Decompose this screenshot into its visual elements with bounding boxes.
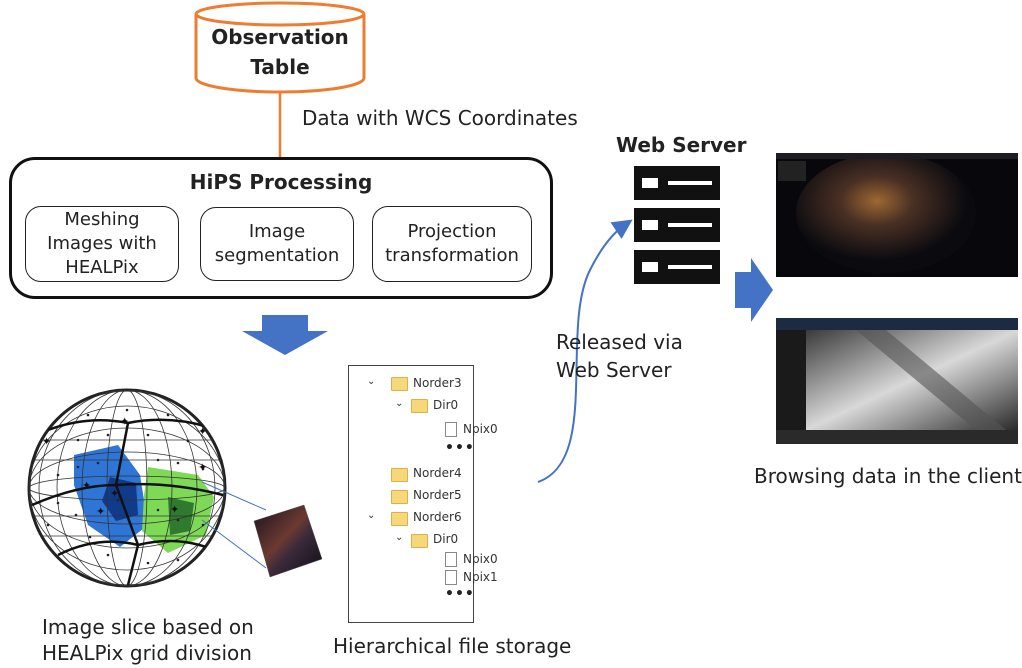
chevron-down-icon[interactable]: ⌄ xyxy=(367,376,376,387)
database-cylinder xyxy=(194,1,366,94)
step-meshing-line2: Images with xyxy=(47,233,157,254)
svg-text:✦: ✦ xyxy=(96,505,105,518)
slice-caption: Image slice based on HEALPix grid divisi… xyxy=(42,614,254,666)
released-label: Released via Web Server xyxy=(556,328,683,384)
tree-item-norder6[interactable]: Norder6 xyxy=(413,510,462,524)
release-arrow xyxy=(537,219,633,483)
tree-item-npix0[interactable]: Npix0 xyxy=(463,422,498,436)
svg-text:✦: ✦ xyxy=(198,461,207,474)
step-projection: Projection transformation xyxy=(372,206,532,282)
folder-icon xyxy=(391,377,408,391)
step-projection-line1: Projection xyxy=(407,221,497,242)
chevron-down-icon[interactable]: ⌄ xyxy=(367,510,376,521)
right-arrow-icon xyxy=(735,258,773,322)
tree-ellipsis: ••• xyxy=(445,586,475,602)
svg-text:✦: ✦ xyxy=(198,425,207,438)
step-meshing: Meshing Images with HEALPix xyxy=(25,206,179,282)
svg-text:✦: ✦ xyxy=(120,415,129,428)
slice-caption-line1: Image slice based on xyxy=(42,615,254,639)
database-label-line2: Table xyxy=(250,55,310,79)
chevron-down-icon[interactable]: ⌄ xyxy=(395,532,404,543)
folder-icon xyxy=(391,490,408,504)
tree-item-npix0[interactable]: Npix0 xyxy=(463,552,498,566)
released-label-line1: Released via xyxy=(556,330,683,354)
image-tile xyxy=(253,504,323,578)
released-label-line2: Web Server xyxy=(556,358,672,382)
tree-item-dir0[interactable]: Dir0 xyxy=(433,398,459,412)
orange-connector xyxy=(278,92,282,158)
file-tree-panel: ⌄ Norder3 ⌄ Dir0 Npix0 ••• Norder4 Norde… xyxy=(348,365,498,623)
step-meshing-line3: HEALPix xyxy=(65,257,139,278)
client-screenshot-gray xyxy=(776,318,1018,444)
step-segmentation: Image segmentation xyxy=(200,207,354,281)
observation-table-label: Observation Table xyxy=(196,22,364,82)
hips-processing-title: HiPS Processing xyxy=(189,170,373,194)
healpix-sphere-diagram: ✦ ✦ ✦ ✦ ✦ ✦ ✦ ✦ xyxy=(27,388,227,588)
tree-item-dir0[interactable]: Dir0 xyxy=(433,532,459,546)
tree-item-norder4[interactable]: Norder4 xyxy=(413,466,462,480)
chevron-down-icon[interactable]: ⌄ xyxy=(395,398,404,409)
step-segmentation-line1: Image xyxy=(248,221,306,242)
data-wcs-label: Data with WCS Coordinates xyxy=(302,106,578,130)
tree-item-norder5[interactable]: Norder5 xyxy=(413,488,462,502)
folder-icon xyxy=(411,399,428,413)
slice-caption-line2: HEALPix grid division xyxy=(42,641,252,665)
hips-processing-box xyxy=(9,157,553,299)
storage-caption: Hierarchical file storage xyxy=(333,634,572,658)
folder-icon xyxy=(391,512,408,526)
zoom-lines xyxy=(201,481,267,569)
folder-icon xyxy=(411,534,428,548)
svg-text:✦: ✦ xyxy=(110,487,119,500)
database-label-line1: Observation xyxy=(211,25,349,49)
tree-item-npix1[interactable]: Npix1 xyxy=(463,570,498,584)
tree-ellipsis: ••• xyxy=(445,440,475,456)
step-meshing-line1: Meshing xyxy=(64,209,140,230)
svg-text:✦: ✦ xyxy=(170,503,179,516)
step-segmentation-line2: segmentation xyxy=(214,245,340,266)
folder-icon xyxy=(391,468,408,482)
tree-item-norder3[interactable]: Norder3 xyxy=(413,376,462,390)
file-icon xyxy=(445,422,457,437)
client-caption: Browsing data in the client xyxy=(754,464,1022,488)
client-screenshot-dark xyxy=(776,153,1018,277)
file-icon xyxy=(445,570,457,585)
web-server-title: Web Server xyxy=(616,133,747,157)
svg-text:✦: ✦ xyxy=(82,479,91,492)
down-arrow-icon xyxy=(242,315,328,355)
file-icon xyxy=(445,552,457,567)
svg-text:✦: ✦ xyxy=(42,435,51,448)
step-projection-line2: transformation xyxy=(385,245,519,266)
server-icon xyxy=(634,166,720,284)
